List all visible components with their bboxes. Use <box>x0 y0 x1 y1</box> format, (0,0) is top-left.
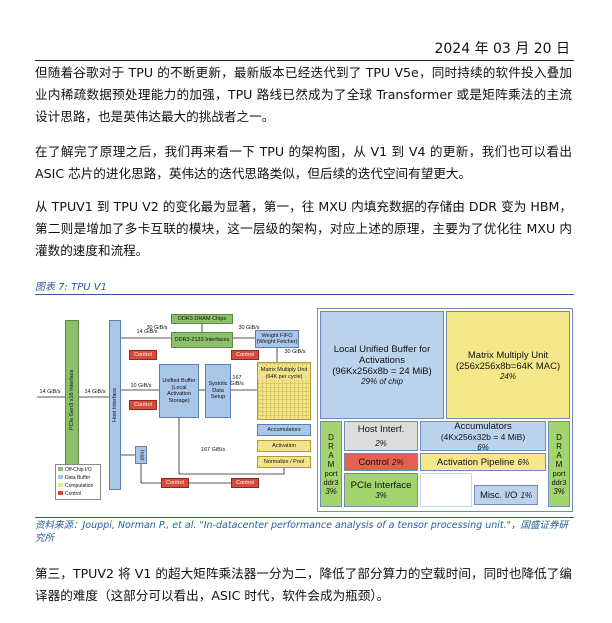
block-diagram: DDR3 DRAM Chips 30 GiB/s 30 GiB/s DDR3-2… <box>35 300 315 514</box>
fp-size: (256x256x8b=64K MAC) <box>455 360 561 372</box>
fp-label: Misc. I/O <box>479 489 518 501</box>
fp-accumulators: Accumulators (4Kx256x32b = 4 MiB) 6% <box>420 420 546 452</box>
systolic-setup: Systolic Data Setup <box>205 364 231 418</box>
legend-label: Computation <box>65 483 94 489</box>
fp-percent: 6% <box>517 457 530 467</box>
fp-matrix-multiply-unit: Matrix Multiply Unit (256x256x8b=64K MAC… <box>446 311 570 419</box>
fp-label: Local Unified Buffer for Activations <box>333 344 431 366</box>
fp-percent: 3% <box>325 486 337 496</box>
unified-buffer: Unified Buffer (Local Activation Storage… <box>159 364 199 418</box>
figure-source: 资料来源：Jouppi, Norman P., et al. "In-datac… <box>35 520 569 544</box>
fp-size: (4Kx256x32b = 4 MiB) <box>440 431 526 442</box>
block-wires <box>37 324 285 484</box>
fp-label: Accumulators <box>454 420 512 432</box>
fp-activation-pipeline: Activation Pipeline 6% <box>420 453 546 471</box>
accumulators-block: Accumulators <box>257 424 311 436</box>
diagram-legend: Off-Chip I/O Data Buffer Computation Con… <box>55 464 101 500</box>
bw-label: 30 GiB/s <box>146 324 168 331</box>
normalize-block: Normalize / Pool <box>257 456 311 468</box>
fp-percent: 3% <box>553 486 565 496</box>
fp-percent: 6% <box>477 442 489 452</box>
control-block: Control <box>129 350 157 360</box>
ddr-interfaces: DDR3-2133 Interfaces <box>171 332 233 348</box>
weight-fifo: Weight FIFO (Weight Fetcher) <box>255 330 299 348</box>
fp-misc-io: Misc. I/O 1% <box>474 485 538 505</box>
fp-percent: 24% <box>499 371 516 381</box>
fp-label: port ddr3 <box>323 468 339 487</box>
control-block: Control <box>161 478 189 488</box>
fp-percent: 2% <box>375 439 387 448</box>
mmu-block: Matrix Multiply Unit (64K per cycle) <box>257 362 311 420</box>
fp-label: PCIe Interface <box>350 480 412 491</box>
legend-item: Computation <box>58 482 98 490</box>
fp-unlabeled-gap <box>420 473 472 507</box>
source-rule <box>35 517 574 518</box>
fp-percent: 1% <box>520 490 533 500</box>
activation-block: Activation <box>257 440 311 452</box>
bw-label: 10 GiB/s <box>130 382 152 389</box>
legend-item: Off-Chip I/O <box>58 466 98 474</box>
fp-local-unified-buffer: Local Unified Buffer for Activations (96… <box>320 311 444 419</box>
fp-host-interface: Host Interf. 2% <box>344 421 418 451</box>
paragraph-1: 但随着谷歌对于 TPU 的不断更新，最新版本已经迭代到了 TPU V5e，同时持… <box>35 65 572 124</box>
legend-item: Control <box>58 490 98 498</box>
control-block: Control <box>129 400 157 410</box>
control-block: Control <box>231 350 259 360</box>
fp-size: (96Kx256x8b = 24 MiB) <box>332 366 432 377</box>
fp-control: Control 2% <box>344 453 418 471</box>
mmu-label: Matrix Multiply Unit (64K per cycle) <box>258 367 310 380</box>
paragraph-3: 从 TPUV1 到 TPU V2 的变化最为显著，第一，往 MXU 内填充数据的… <box>35 199 572 258</box>
figure-caption: 图表 7: TPU V1 <box>35 282 107 293</box>
report-date: 2024 年 03 月 20 日 <box>434 41 570 57</box>
paragraph-2: 在了解完了原理之后，我们再来看一下 TPU 的架构图，从 V1 到 V4 的更新… <box>35 144 572 181</box>
paragraph-4: 第三，TPUV2 将 V1 的超大矩阵乘法器一分为二，降低了部分算力的空载时间，… <box>35 566 572 603</box>
fp-label: Activation Pipeline <box>436 456 515 468</box>
legend-item: Data Buffer <box>58 474 98 482</box>
fp-label: D R A M <box>327 432 335 469</box>
bw-label: 14 GiB/s <box>84 388 106 395</box>
fp-dram-port-left: D R A M port ddr3 3% <box>320 421 342 507</box>
fp-dram-port-right: D R A M port ddr3 3% <box>548 421 570 507</box>
figure: DDR3 DRAM Chips 30 GiB/s 30 GiB/s DDR3-2… <box>35 300 575 514</box>
bw-label: 167 GiB/s <box>230 374 244 388</box>
header-rule <box>35 60 574 61</box>
fp-label: Control <box>358 456 390 468</box>
bw-label: 14 GiB/s <box>39 388 61 395</box>
control-block: Control <box>231 478 259 488</box>
fp-label: D R A M <box>555 432 563 469</box>
bw-label: 30 GiB/s <box>238 324 260 331</box>
legend-label: Data Buffer <box>65 475 91 481</box>
caption-rule <box>35 294 574 295</box>
legend-label: Off-Chip I/O <box>65 467 92 473</box>
fp-label: port ddr3 <box>551 468 567 487</box>
chip-floorplan: Local Unified Buffer for Activations (96… <box>317 308 573 512</box>
fp-percent: 2% <box>392 457 404 467</box>
fp-label: Matrix Multiply Unit <box>467 349 549 361</box>
dram-chips: DDR3 DRAM Chips <box>171 314 233 324</box>
fp-pcie-interface: PCIe Interface 3% <box>344 473 418 507</box>
bw-label: 14 GiB/s <box>136 328 158 335</box>
bw-label: 167 GiB/s <box>200 446 226 453</box>
fp-label: Host Interf. <box>357 424 405 435</box>
legend-label: Control <box>65 491 82 497</box>
fp-percent: 29% of chip <box>361 377 403 386</box>
fp-percent: 3% <box>375 491 387 500</box>
bw-label: 30 GiB/s <box>284 348 306 355</box>
instr-block: Instr <box>135 446 147 464</box>
